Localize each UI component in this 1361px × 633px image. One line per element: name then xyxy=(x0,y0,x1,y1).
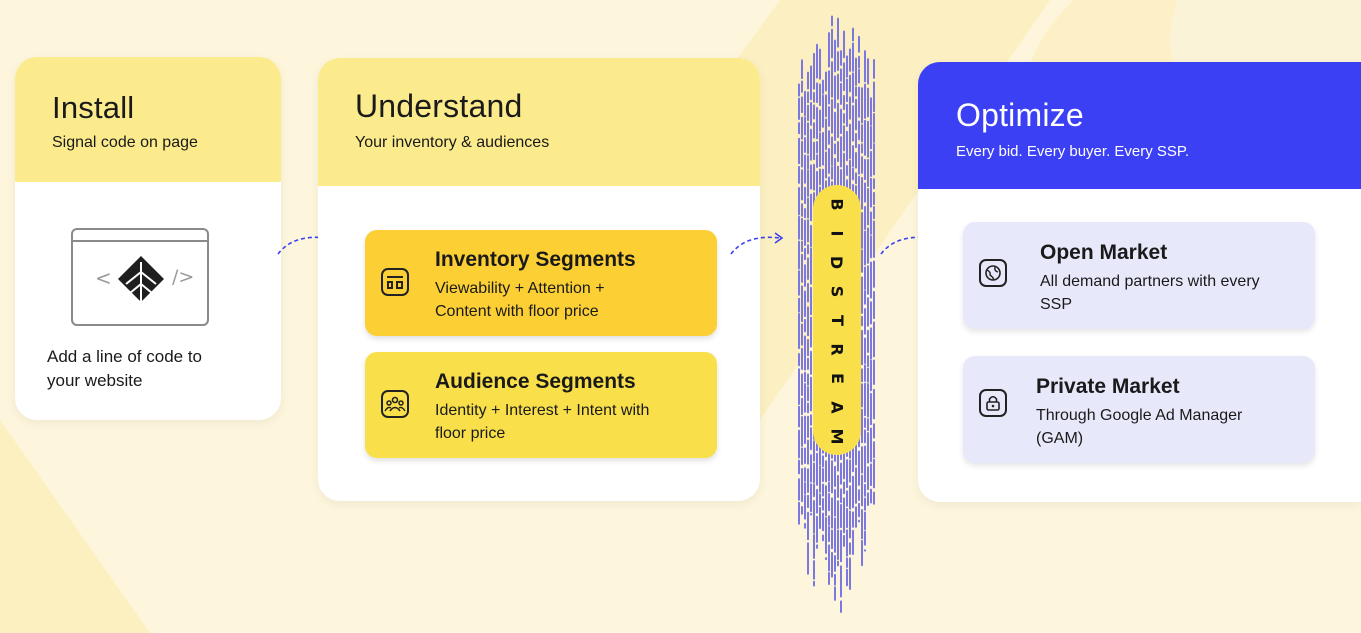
install-title: Install xyxy=(52,90,135,125)
private-market-desc: Through Google Ad Manager (GAM) xyxy=(1036,407,1243,447)
understand-title: Understand xyxy=(355,88,523,124)
bidstream-letter: T xyxy=(827,314,847,326)
bidstream-label: B I D S T R E A M xyxy=(813,185,861,455)
optimize-subtitle: Every bid. Every buyer. Every SSP. xyxy=(956,143,1190,160)
optimize-card: Optimize Every bid. Every buyer. Every S… xyxy=(918,62,1361,502)
bidstream-letter: R xyxy=(827,342,847,356)
bidstream-letter: I xyxy=(827,230,847,236)
inventory-segments-title: Inventory Segments xyxy=(435,248,636,271)
understand-subtitle: Your inventory & audiences xyxy=(355,134,550,151)
lock-icon xyxy=(979,389,1007,417)
understand-card: Understand Your inventory & audiences In… xyxy=(318,58,760,501)
audience-segments-card: Audience Segments Identity + Interest + … xyxy=(365,352,717,458)
bidstream-letter: D xyxy=(827,255,847,269)
layout-icon xyxy=(381,268,409,296)
audience-segments-title: Audience Segments xyxy=(435,370,636,393)
audience-segments-desc: Identity + Interest + Intent with floor … xyxy=(435,402,650,442)
inventory-segments-card: Inventory Segments Viewability + Attenti… xyxy=(365,230,717,336)
inventory-segments-desc: Viewability + Attention + Content with f… xyxy=(435,280,605,320)
private-market-card: Private Market Through Google Ad Manager… xyxy=(963,356,1315,463)
install-description: Add a line of code to your website xyxy=(47,347,203,390)
audience-group-icon xyxy=(381,390,409,418)
code-bracket-left: < xyxy=(95,266,112,290)
bidstream-letter: S xyxy=(827,285,847,297)
logo-icon xyxy=(118,256,164,302)
bidstream-letter: A xyxy=(827,400,847,414)
optimize-card-header xyxy=(918,62,1361,189)
globe-icon xyxy=(979,259,1007,287)
bidstream-letter: B xyxy=(827,197,847,211)
private-market-title: Private Market xyxy=(1036,375,1180,398)
install-card-header xyxy=(15,57,281,182)
code-bracket-right: /> xyxy=(172,266,195,288)
open-market-desc: All demand partners with every SSP xyxy=(1040,273,1260,313)
install-subtitle: Signal code on page xyxy=(52,134,198,151)
install-card: Install Signal code on page < /> Add a l… xyxy=(15,57,281,420)
understand-card-header xyxy=(318,58,760,186)
browser-window-illustration: < /> xyxy=(71,228,209,326)
optimize-title: Optimize xyxy=(956,97,1084,133)
bidstream-letter: M xyxy=(827,428,847,444)
bidstream-letter: E xyxy=(827,372,847,384)
open-market-title: Open Market xyxy=(1040,241,1168,264)
browser-top-bar xyxy=(73,240,207,242)
flow-arrow-2 xyxy=(730,232,784,255)
open-market-card: Open Market All demand partners with eve… xyxy=(963,222,1315,329)
